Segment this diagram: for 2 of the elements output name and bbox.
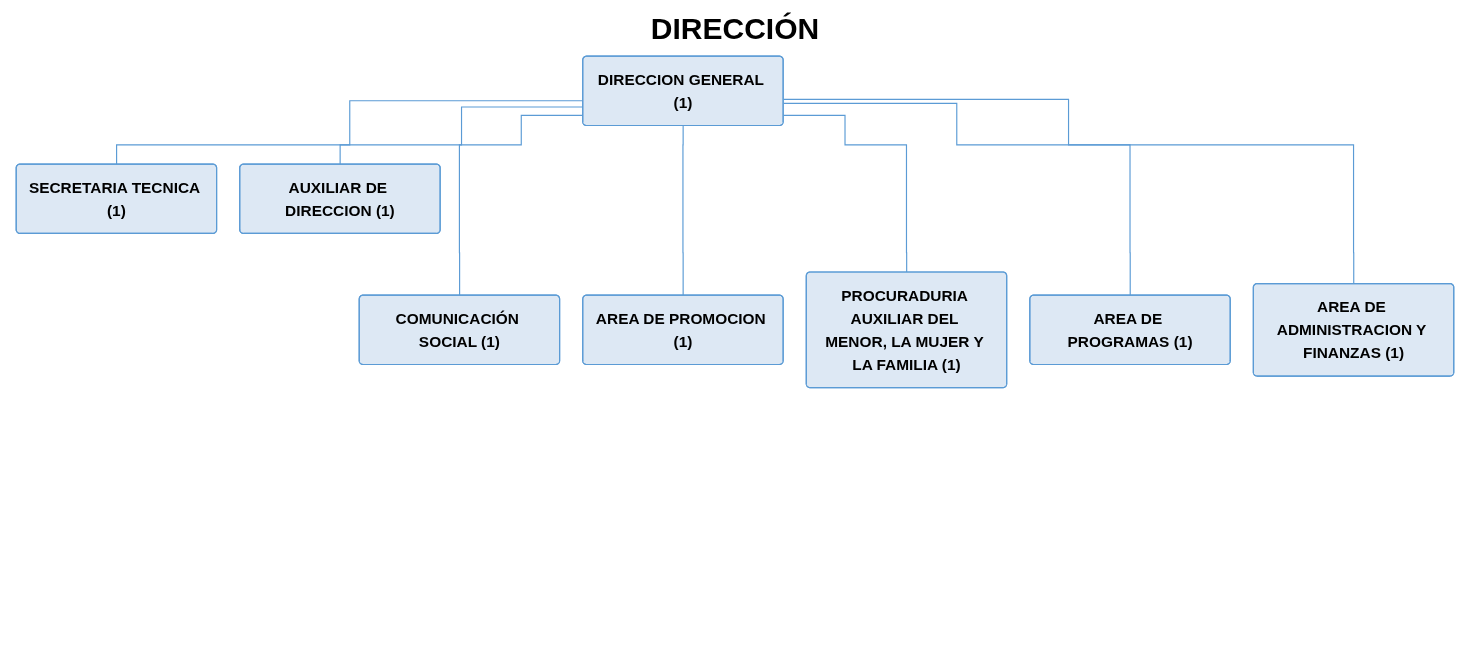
connector — [682, 125, 684, 297]
diagram-title: DIRECCIÓN — [649, 12, 821, 46]
